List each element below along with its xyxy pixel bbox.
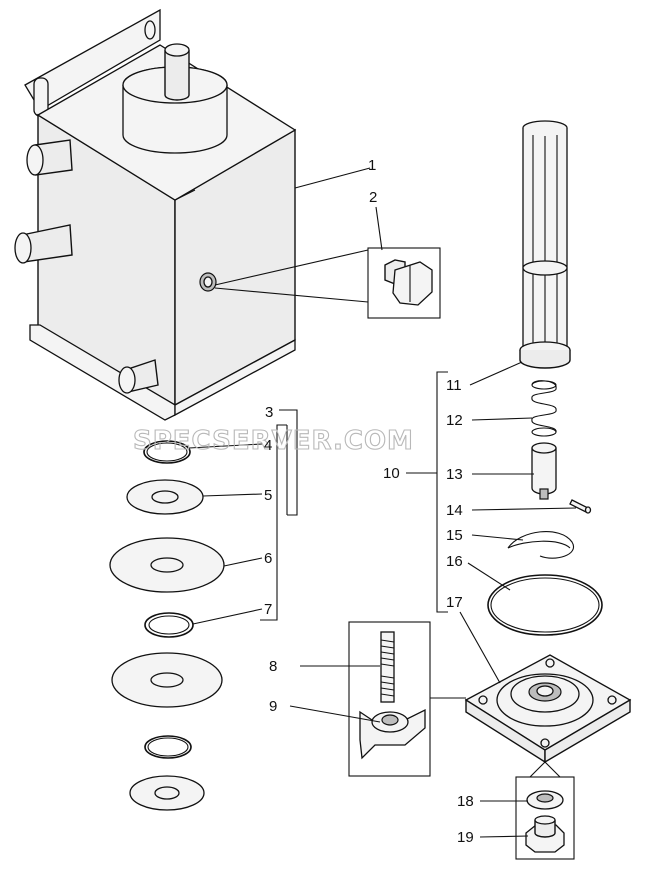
callout-10: 10 (383, 465, 400, 482)
group-bracket-10 (406, 371, 448, 613)
stud-and-nut-detail (348, 621, 466, 777)
callout-labels: 1 2 3 4 5 6 7 8 9 10 11 12 13 14 15 16 1… (264, 157, 474, 846)
washer-and-bolt-detail (515, 761, 575, 860)
callout-11: 11 (446, 377, 462, 394)
washer-6 (109, 537, 225, 593)
piston (531, 442, 557, 500)
washer-lower (111, 652, 223, 708)
seal-ring-7 (144, 612, 194, 638)
callout-14: 14 (446, 502, 463, 519)
callout-7: 7 (264, 601, 272, 618)
callout-9: 9 (269, 698, 277, 715)
washer-bottom (129, 775, 205, 811)
leader-lines (188, 167, 577, 838)
callout-17: 17 (446, 594, 463, 611)
group-bracket-3 (279, 409, 298, 516)
drain-plug-detail (214, 247, 441, 319)
callout-5: 5 (264, 487, 272, 504)
group-bracket-5-7 (260, 424, 287, 621)
roll-pin (569, 499, 592, 514)
spring (531, 380, 557, 437)
callout-8: 8 (269, 658, 277, 675)
callout-18: 18 (457, 793, 474, 810)
callout-4: 4 (264, 437, 272, 454)
callout-12: 12 (446, 412, 463, 429)
callout-2: 2 (369, 189, 377, 206)
callout-15: 15 (446, 527, 463, 544)
circlip (507, 531, 575, 559)
reservoir-tank (14, 8, 297, 421)
callout-3: 3 (265, 404, 273, 421)
callout-6: 6 (264, 550, 272, 567)
callout-19: 19 (457, 829, 474, 846)
callout-16: 16 (446, 553, 463, 570)
seal-ring-lower (144, 735, 192, 759)
seal-ring-4 (143, 440, 191, 464)
callout-13: 13 (446, 466, 463, 483)
washer-5 (126, 479, 204, 515)
o-ring-large (487, 574, 603, 636)
filter-element (519, 120, 571, 369)
cover-plate (464, 654, 632, 764)
callout-1: 1 (368, 157, 376, 174)
watermark-text: SPECSERVER.COM (133, 426, 414, 456)
